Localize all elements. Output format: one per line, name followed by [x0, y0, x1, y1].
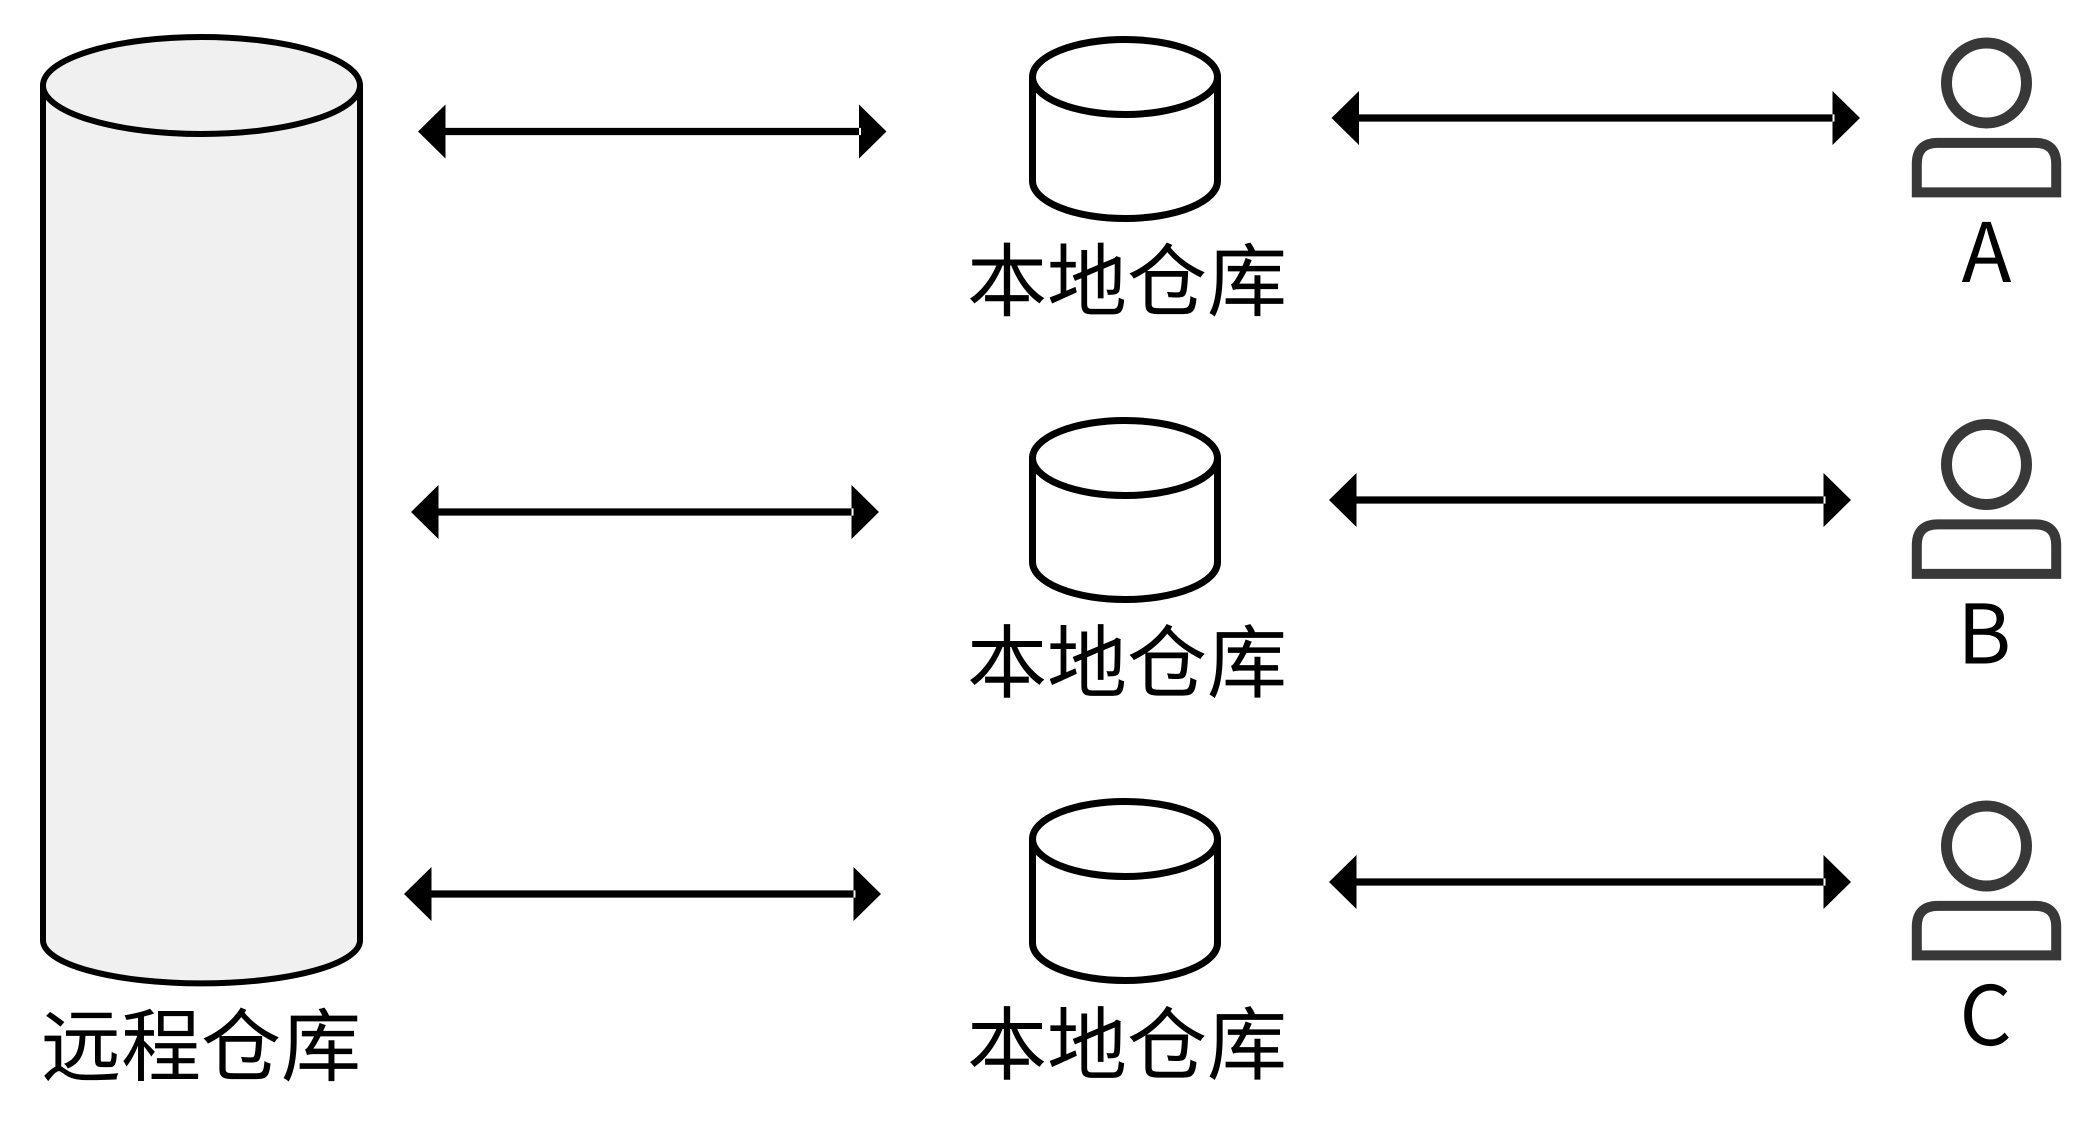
user-node-b: [1917, 425, 2056, 664]
local-repo-node-a: [970, 40, 1284, 317]
arrow-local-user-b: [1329, 473, 1851, 527]
remote-repo-label: [44, 1007, 358, 1082]
arrow-remote-local-c: [404, 867, 881, 921]
remote-repo-node: [40, 34, 363, 1082]
local-repo-node-b: [970, 421, 1284, 699]
arrow-local-user-c: [1329, 855, 1851, 909]
user-c-icon: [1917, 806, 2056, 955]
user-node-c: [1917, 806, 2056, 1047]
arrow-local-user-a: [1331, 91, 1860, 145]
remote-repo-cylinder-top: [40, 34, 363, 137]
local-repo-node-c: [970, 802, 1284, 1081]
arrow-remote-local-a: [418, 104, 887, 159]
user-b-label: [1965, 603, 2008, 664]
local-repo-cylinder-a: [1033, 40, 1218, 219]
user-a-icon: [1917, 43, 2056, 192]
local-repo-label-b: [970, 624, 1284, 699]
remote-repo-cylinder: [40, 85, 363, 987]
user-c-label: [1964, 983, 2009, 1047]
user-a-label: [1961, 221, 2012, 282]
local-repo-cylinder-c: [1033, 802, 1218, 981]
local-repo-label-c: [970, 1006, 1284, 1081]
local-repo-cylinder-b: [1033, 421, 1218, 600]
user-b-icon: [1917, 425, 2056, 574]
user-node-a: [1917, 43, 2056, 282]
local-repo-label-a: [970, 242, 1284, 317]
arrow-remote-local-b: [411, 485, 879, 539]
